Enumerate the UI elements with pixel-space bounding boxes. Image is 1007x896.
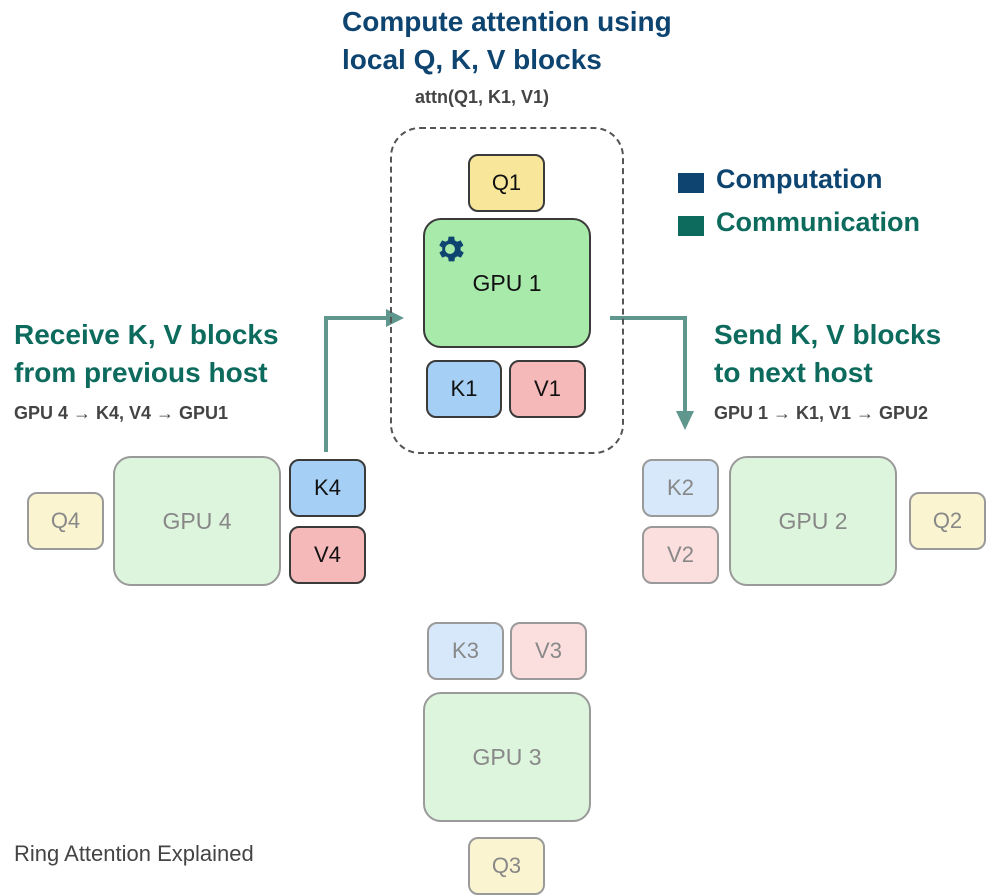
gpu3-v-block: V3 <box>510 622 587 680</box>
gpu1-label: GPU 1 <box>472 269 542 296</box>
computation-swatch <box>678 173 704 193</box>
title-line-2: local Q, K, V blocks <box>342 44 602 75</box>
gpu1-k-block: K1 <box>426 360 502 418</box>
gpu4-q-block: Q4 <box>27 492 104 550</box>
title-line-1: Compute attention using <box>342 6 672 37</box>
gear-icon <box>439 236 464 262</box>
gpu4-k-block: K4 <box>289 459 366 517</box>
gpu1-compute-boundary <box>390 127 624 454</box>
gpu4-box: GPU 4 <box>113 456 281 586</box>
send-line-1: Send K, V blocks <box>714 319 942 350</box>
gpu3-box: GPU 3 <box>423 692 591 822</box>
send-arrowhead <box>676 411 694 430</box>
gpu2-v-block: V2 <box>642 526 719 584</box>
attn-formula: attn(Q1, K1, V1) <box>415 87 550 107</box>
gpu1-q-block: Q1 <box>468 154 545 212</box>
gpu2-k-block: K2 <box>642 459 719 517</box>
send-arrow <box>610 316 687 412</box>
receive-line-1: Receive K, V blocks <box>14 319 279 350</box>
send-line-2: to next host <box>714 357 873 388</box>
gpu2-q-block: Q2 <box>909 492 986 550</box>
communication-swatch <box>678 216 704 236</box>
gpu2-box: GPU 2 <box>729 456 897 586</box>
receive-flow: GPU 4 → K4, V4 → GPU1 <box>14 403 229 423</box>
gpu3-q-block: Q3 <box>468 837 545 895</box>
legend-communication: Communication <box>716 207 921 237</box>
gpu3-k-block: K3 <box>427 622 504 680</box>
gpu1-v-block: V1 <box>509 360 586 418</box>
receive-line-2: from previous host <box>14 357 268 388</box>
legend-computation: Computation <box>716 164 883 194</box>
gpu4-v-block: V4 <box>289 526 366 584</box>
caption: Ring Attention Explained <box>14 841 254 866</box>
gpu1-box: GPU 1 <box>423 218 591 348</box>
send-flow: GPU 1 → K1, V1 → GPU2 <box>714 403 929 423</box>
receive-arrow <box>324 316 388 452</box>
